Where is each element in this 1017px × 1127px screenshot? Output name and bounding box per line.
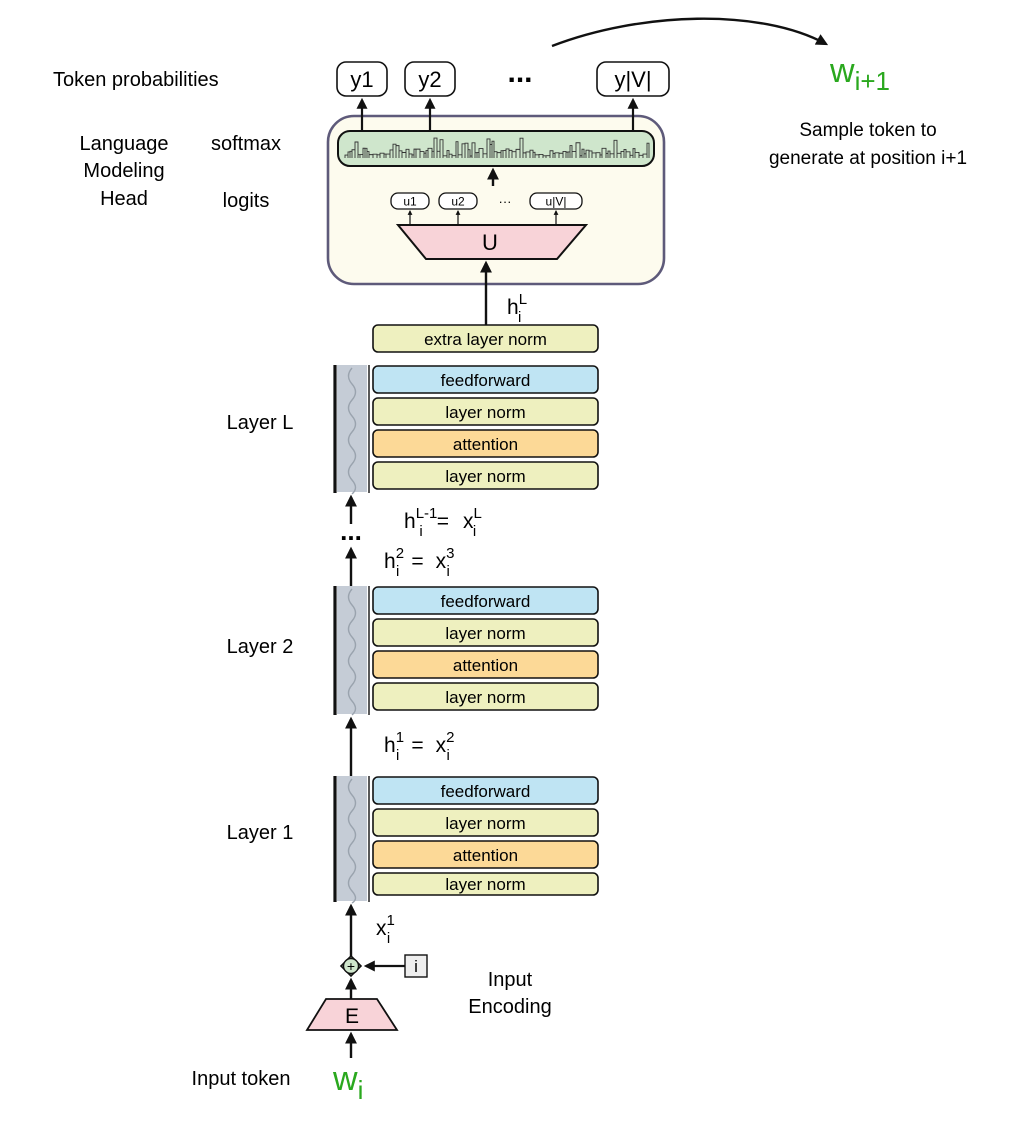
input-token-wi: wi [332,1060,363,1105]
logit-u2: u2 [438,192,478,210]
svg-text:layer norm: layer norm [445,403,525,422]
svg-text:u2: u2 [451,195,465,209]
layer-2-residual [333,586,370,716]
svg-text:layer norm: layer norm [445,875,525,894]
svg-text:feedforward: feedforward [441,371,531,390]
svg-text:E: E [345,1005,359,1028]
svg-text:feedforward: feedforward [441,782,531,801]
layer-L-feedforward: feedforward [372,365,599,394]
svg-text:y1: y1 [350,67,373,92]
position-box: i [404,954,428,978]
logit-uv: u|V| [529,192,583,210]
sample-label-line1: Sample token to [799,120,936,141]
svg-text:attention: attention [453,435,518,454]
layer-1-layernorm-1: layer norm [372,872,599,896]
lm-head-label-2: Modeling [83,160,164,182]
svg-text:u|V|: u|V| [546,195,567,209]
output-token-wi+1: wi+1 [829,52,890,96]
layer-1-layernorm-2: layer norm [372,808,599,837]
outputs-ellipsis: ... [507,56,532,89]
layer-2-label: Layer 2 [227,636,294,658]
svg-text:x1i: x1i [376,912,395,947]
svg-text:layer norm: layer norm [445,624,525,643]
layer-L-layernorm-2: layer norm [372,397,599,426]
softmax-label: softmax [211,133,281,155]
svg-text:feedforward: feedforward [441,592,531,611]
svg-text:extra layer norm: extra layer norm [424,330,547,349]
token-probabilities-label: Token probabilities [53,69,219,91]
svg-text:wi+1: wi+1 [829,52,890,96]
svg-text:wi: wi [332,1060,363,1105]
layer-1-label: Layer 1 [227,822,294,844]
svg-text:hL-1i=xLi: hL-1i=xLi [404,505,482,540]
svg-text:layer norm: layer norm [445,688,525,707]
layer-1-residual [333,776,370,904]
softmax-bar [337,130,655,167]
svg-text:h1i=x2i: h1i=x2i [384,729,454,764]
layer-L-residual [333,365,370,495]
output-y-v: y|V| [596,61,670,97]
svg-text:hLi: hLi [507,291,527,326]
extra-layer-norm: extra layer norm [372,324,599,353]
lm-head-label-3: Head [100,188,148,210]
logits-ellipsis: ··· [499,194,512,209]
plus-node: + [339,954,363,978]
svg-text:y|V|: y|V| [614,67,651,92]
embedding-E: E [305,998,399,1031]
layer-1-feedforward: feedforward [372,776,599,805]
svg-text:y2: y2 [418,67,441,92]
layer-L-attention: attention [372,429,599,458]
unembedding-U: U [395,224,589,260]
layer-2-feedforward: feedforward [372,586,599,615]
input-encoding-label-1: Input [488,969,533,991]
svg-text:U: U [482,230,498,255]
logits-label: logits [223,190,270,212]
layer-2-layernorm-1: layer norm [372,682,599,711]
layer-2-layernorm-2: layer norm [372,618,599,647]
svg-text:u1: u1 [403,195,417,209]
sample-arrow [551,17,829,48]
svg-text:i: i [414,957,418,976]
layers-ellipsis: ... [340,516,362,546]
svg-text:h2i=x3i: h2i=x3i [384,545,454,580]
svg-text:attention: attention [453,656,518,675]
sample-label-line2: generate at position i+1 [769,148,967,169]
svg-text:layer norm: layer norm [445,467,525,486]
input-encoding-label-2: Encoding [468,996,551,1018]
input-token-label: Input token [192,1068,291,1090]
logit-u1: u1 [390,192,430,210]
layer-2-attention: attention [372,650,599,679]
layer-1-attention: attention [372,840,599,869]
svg-text:attention: attention [453,846,518,865]
svg-text:+: + [347,958,355,974]
lm-head-label-1: Language [80,133,169,155]
output-y2: y2 [404,61,456,97]
output-y1: y1 [336,61,388,97]
layer-L-label: Layer L [227,412,294,434]
layer-L-layernorm-1: layer norm [372,461,599,490]
svg-text:layer norm: layer norm [445,814,525,833]
